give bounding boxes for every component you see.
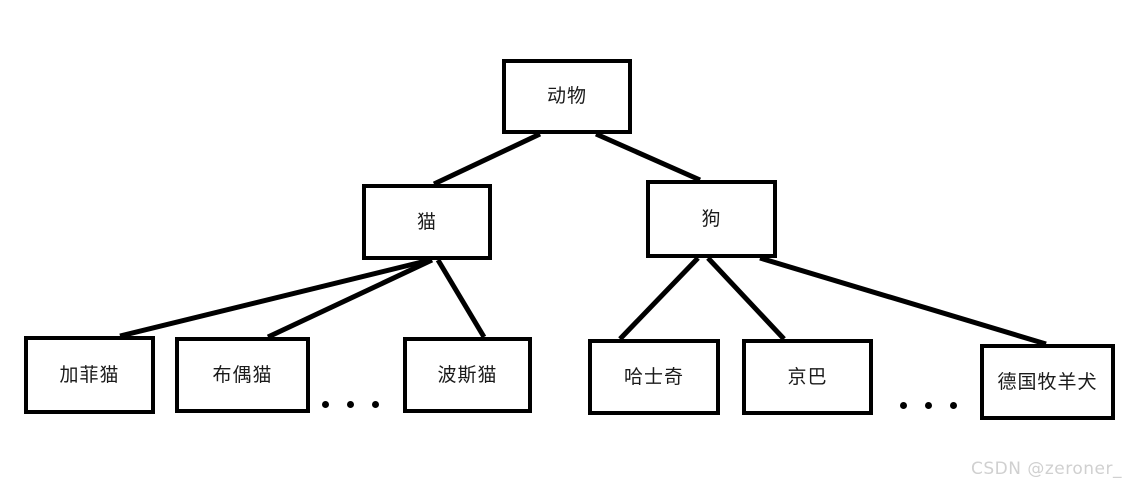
node-persian-cat-label: 波斯猫 xyxy=(437,363,498,386)
connector-lines xyxy=(119,131,1047,347)
ellipsis-dot xyxy=(950,402,957,409)
ellipsis-dot xyxy=(322,401,329,408)
watermark-text: CSDN @zeroner_ xyxy=(971,459,1122,479)
ellipsis-dot xyxy=(925,402,932,409)
node-husky-label: 哈士奇 xyxy=(623,365,684,388)
edge-dog-to-dog_child_3 xyxy=(759,255,1047,347)
node-animal[interactable]: 动物 xyxy=(502,59,632,134)
node-persian-cat[interactable]: 波斯猫 xyxy=(403,337,532,413)
node-husky[interactable]: 哈士奇 xyxy=(588,339,720,415)
edge-root-to-dog xyxy=(594,131,702,183)
node-ragdoll-cat[interactable]: 布偶猫 xyxy=(175,337,310,413)
dog-ellipsis-icon xyxy=(900,402,957,409)
edge-dog-to-dog_child_2 xyxy=(706,256,786,341)
edge-root-to-cat xyxy=(432,131,542,187)
node-german-shepherd-label: 德国牧羊犬 xyxy=(997,370,1098,393)
node-german-shepherd[interactable]: 德国牧羊犬 xyxy=(980,344,1115,420)
node-pekingese-label: 京巴 xyxy=(787,365,828,388)
edge-dog-to-dog_child_1 xyxy=(618,256,700,341)
node-cat-label: 猫 xyxy=(416,210,437,233)
node-pekingese[interactable]: 京巴 xyxy=(742,339,873,415)
edge-cat-to-cat_child_3 xyxy=(435,258,487,339)
edge-cat-to-cat_child_1 xyxy=(119,257,431,339)
node-garfield-cat[interactable]: 加菲猫 xyxy=(24,336,155,414)
ellipsis-dot xyxy=(900,402,907,409)
node-garfield-cat-label: 加菲猫 xyxy=(59,363,120,386)
node-ragdoll-cat-label: 布偶猫 xyxy=(212,363,273,386)
ellipsis-dot xyxy=(347,401,354,408)
cat-ellipsis-icon xyxy=(322,401,379,408)
node-cat[interactable]: 猫 xyxy=(362,184,492,260)
node-animal-label: 动物 xyxy=(546,85,587,107)
node-dog[interactable]: 狗 xyxy=(646,180,777,258)
edge-cat-to-cat_child_2 xyxy=(266,257,434,340)
node-dog-label: 狗 xyxy=(701,207,722,230)
ellipsis-dot xyxy=(372,401,379,408)
